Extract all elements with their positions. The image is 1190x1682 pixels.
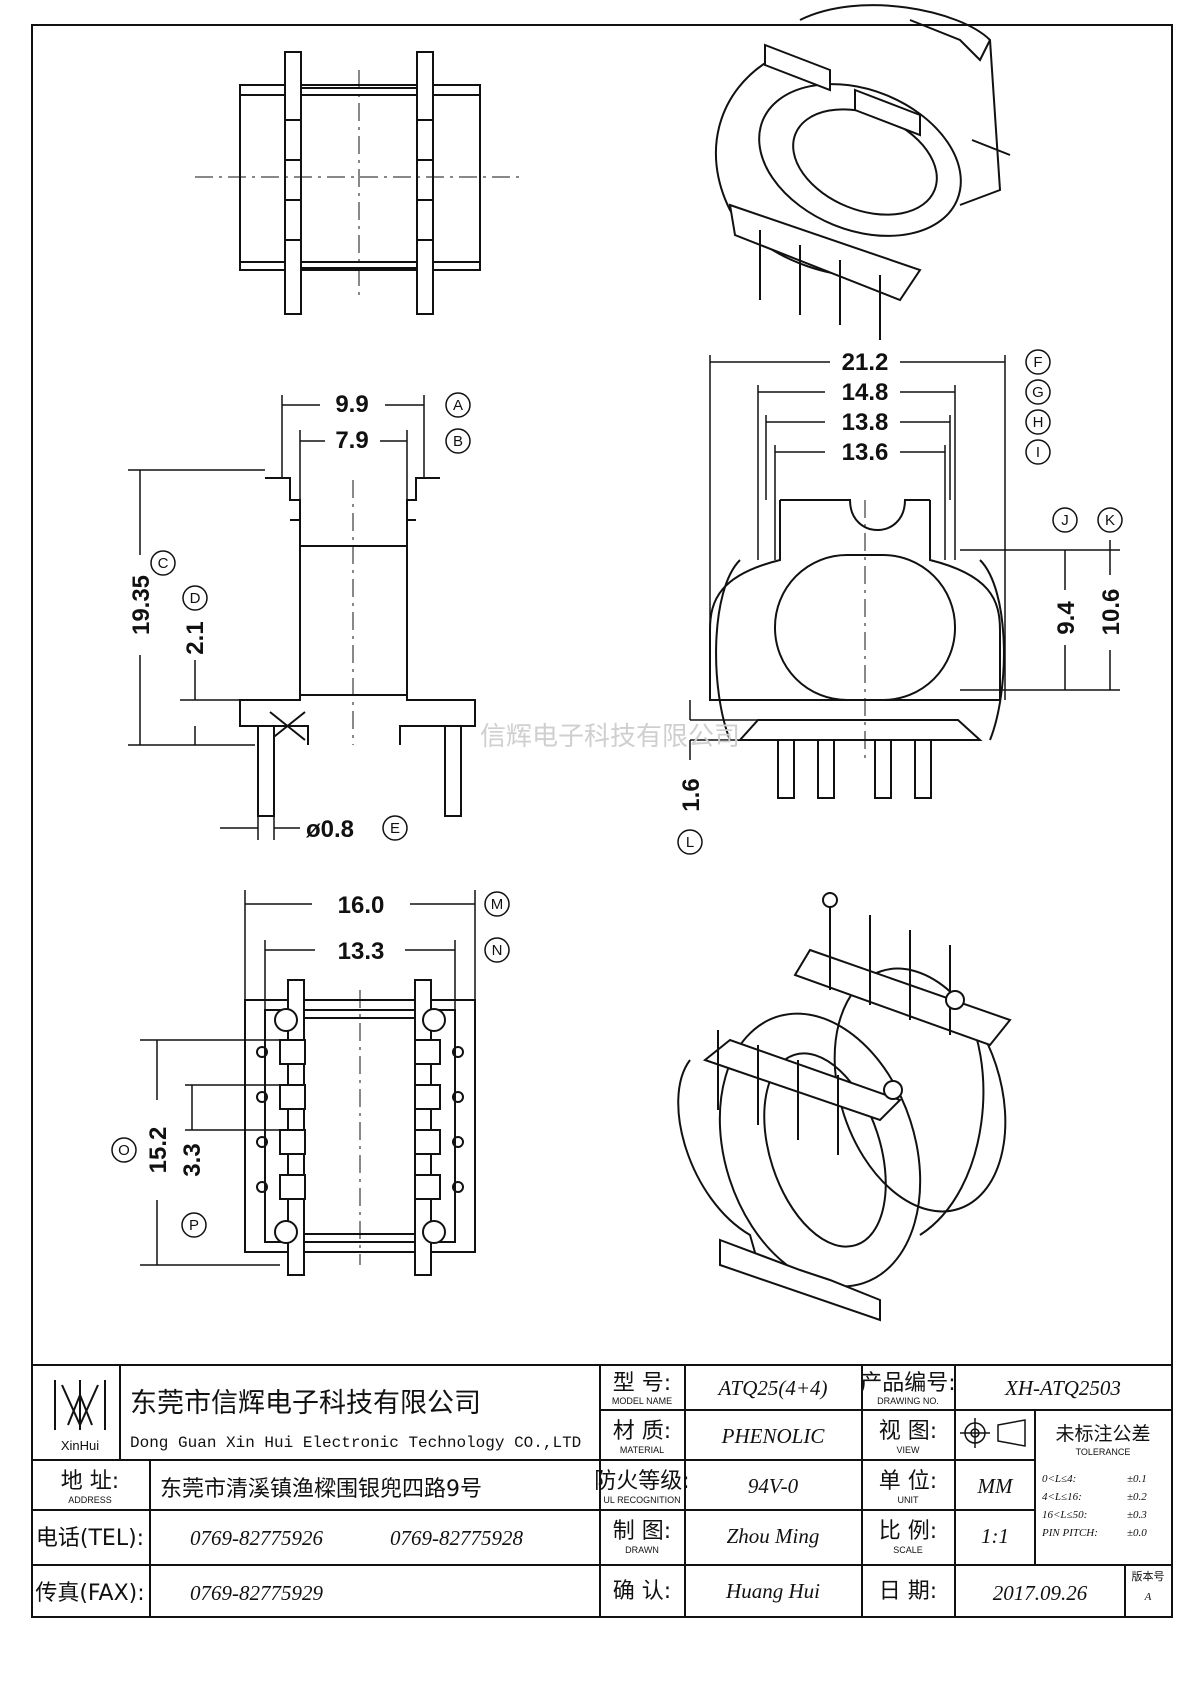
model-label: 型 号: (613, 1371, 671, 1396)
ref-L: L (686, 834, 694, 851)
date-label: 日 期: (879, 1579, 937, 1604)
drawn-value: Zhou Ming (727, 1524, 820, 1548)
dim-N: 13.3 (338, 938, 385, 965)
scale-value: 1:1 (981, 1524, 1009, 1548)
tolerance-range-4: PIN PITCH: (1041, 1527, 1098, 1539)
ref-A: A (453, 397, 463, 414)
ref-P: P (189, 1217, 199, 1234)
dim-B: 7.9 (335, 427, 368, 454)
tolerance-title-en: TOLERANCE (1076, 1447, 1131, 1457)
top-view (195, 51, 520, 315)
ul-value: 94V-0 (748, 1474, 799, 1498)
bottom-view (244, 979, 476, 1276)
drawn-label-en: DRAWN (625, 1545, 659, 1555)
company-name-cn: 东莞市信辉电子科技有限公司 (130, 1388, 481, 1419)
dim-K: 10.6 (1098, 589, 1125, 636)
confirm-label: 确 认: (613, 1579, 671, 1604)
projection-symbol-icon (960, 1418, 1026, 1448)
ref-F: F (1033, 354, 1042, 371)
ref-E: E (390, 820, 400, 837)
company-logo (54, 1380, 106, 1430)
material-label: 材 质: (613, 1419, 671, 1444)
front-view (709, 499, 1005, 799)
tolerance-value-3: ±0.3 (1127, 1509, 1147, 1521)
drawing-no-label-en: DRAWING NO. (877, 1396, 939, 1406)
ref-N: N (492, 942, 503, 959)
fax-label: 传真(FAX): (35, 1581, 144, 1606)
dim-H: 13.8 (842, 409, 889, 436)
material-value: PHENOLIC (721, 1424, 826, 1448)
ref-M: M (491, 896, 504, 913)
sheet-border (31, 24, 1173, 1618)
ref-C: C (158, 555, 169, 572)
dim-G: 14.8 (842, 379, 889, 406)
model-value: ATQ25(4+4) (716, 1376, 827, 1400)
address-label: 地 址: (61, 1469, 119, 1494)
ref-O: O (118, 1142, 130, 1159)
address-value: 东莞市清溪镇渔樑围银兜四路9号 (160, 1477, 482, 1502)
ref-G: G (1032, 384, 1044, 401)
dim-O: 15.2 (145, 1127, 172, 1174)
dim-A: 9.9 (335, 391, 368, 418)
ref-I: I (1036, 444, 1040, 461)
tolerance-title: 未标注公差 (1055, 1423, 1150, 1445)
logo-text: XinHui (61, 1438, 99, 1453)
tolerance-value-4: ±0.0 (1127, 1527, 1147, 1539)
reference-letters: A B C D E F G H I J K L M N O P (118, 354, 1115, 1234)
revision-label: 版本号 (1132, 1569, 1165, 1583)
revision-value: A (1144, 1591, 1152, 1603)
dim-C: 19.35 (128, 575, 155, 635)
dim-I: 13.6 (842, 439, 889, 466)
dimension-labels: 9.9 7.9 19.35 2.1 ø0.8 21.2 14.8 13.8 13… (128, 349, 1125, 1177)
scale-label: 比 例: (879, 1519, 937, 1544)
material-label-en: MATERIAL (620, 1445, 664, 1455)
unit-value: MM (977, 1474, 1014, 1498)
ref-K: K (1105, 512, 1115, 529)
side-view (239, 477, 476, 817)
scale-label-en: SCALE (893, 1545, 923, 1555)
ref-D: D (190, 590, 201, 607)
tolerance-range-3: 16<L≤50: (1042, 1509, 1087, 1521)
ref-H: H (1033, 414, 1044, 431)
ul-label: 防火等级: (594, 1469, 689, 1494)
tolerance-value-1: ±0.1 (1127, 1473, 1147, 1485)
company-name-en: Dong Guan Xin Hui Electronic Technology … (130, 1434, 581, 1452)
isometric-view-bottom (677, 892, 1012, 1322)
tel-2: 0769-82775928 (390, 1526, 523, 1550)
fax-value: 0769-82775929 (190, 1581, 323, 1605)
ref-B: B (453, 433, 463, 450)
dim-D: 2.1 (182, 621, 209, 654)
ref-J: J (1061, 512, 1069, 529)
dim-L: 1.6 (678, 778, 705, 811)
tel-label: 电话(TEL): (36, 1526, 144, 1551)
dim-E: ø0.8 (306, 816, 354, 843)
view-label-en: VIEW (896, 1445, 920, 1455)
unit-label: 单 位: (879, 1469, 937, 1494)
reference-markers (111, 349, 1123, 1238)
drawn-label: 制 图: (613, 1519, 671, 1544)
dimension-lines (128, 355, 1120, 1266)
tolerance-range-2: 4<L≤16: (1042, 1491, 1082, 1503)
title-block: XinHui 东莞市信辉电子科技有限公司 Dong Guan Xin Hui E… (31, 1364, 1173, 1618)
drawing-no-value: XH-ATQ2503 (1004, 1376, 1121, 1400)
drawing-no-label: 产品编号: (860, 1371, 955, 1396)
tolerance-range-1: 0<L≤4: (1042, 1473, 1076, 1485)
address-label-en: ADDRESS (68, 1495, 112, 1505)
unit-label-en: UNIT (898, 1495, 919, 1505)
isometric-view-top (715, 4, 1011, 340)
tel-1: 0769-82775926 (190, 1526, 323, 1550)
model-label-en: MODEL NAME (612, 1396, 672, 1406)
tolerance-value-2: ±0.2 (1127, 1491, 1147, 1503)
view-label: 视 图: (879, 1419, 937, 1444)
dim-M: 16.0 (338, 892, 385, 919)
dim-F: 21.2 (842, 349, 889, 376)
watermark: 信辉电子科技有限公司 (480, 721, 740, 751)
dim-J: 9.4 (1053, 601, 1080, 635)
date-value: 2017.09.26 (993, 1581, 1088, 1605)
confirm-value: Huang Hui (725, 1579, 820, 1603)
dim-P: 3.3 (179, 1143, 206, 1176)
ul-label-en: UL RECOGNITION (603, 1495, 680, 1505)
